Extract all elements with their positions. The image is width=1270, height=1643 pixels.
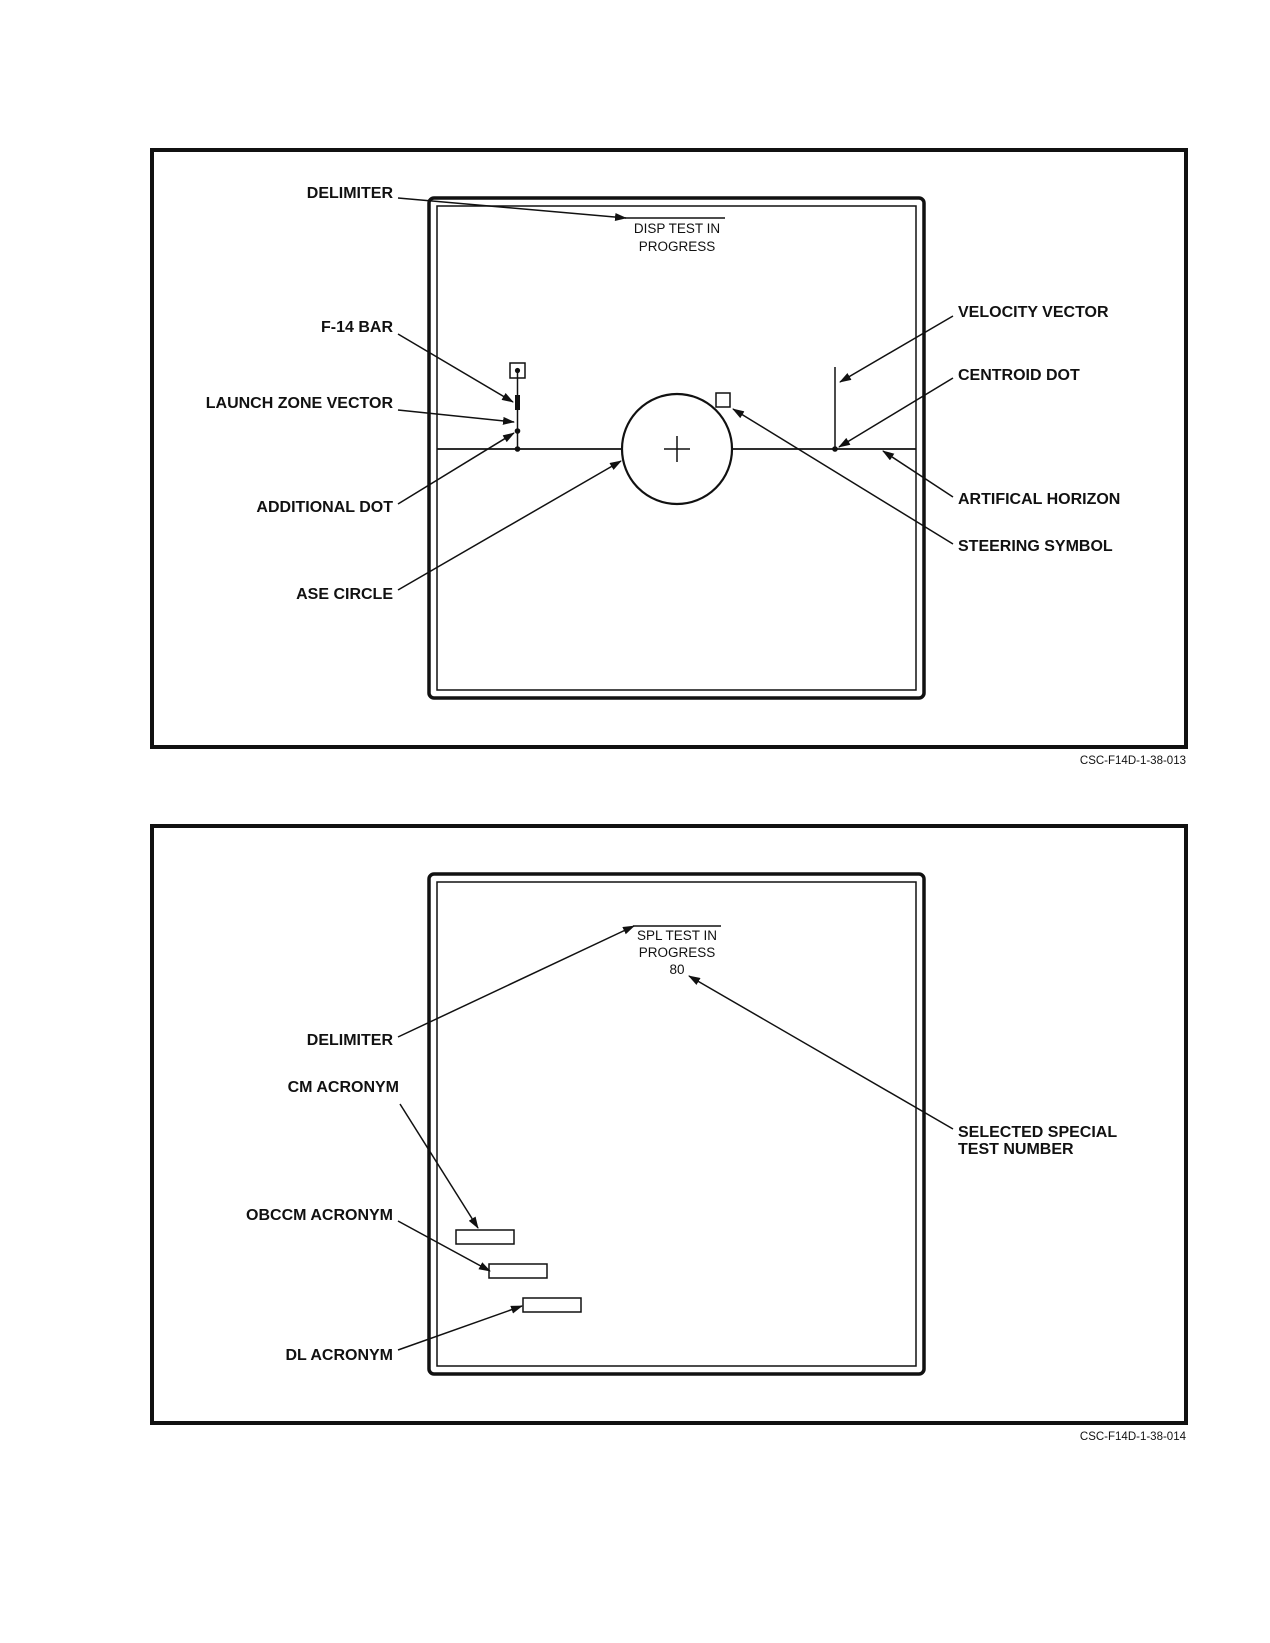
callout-selected-special-line1: SELECTED SPECIAL — [958, 1124, 1117, 1141]
display-bezel-inner — [436, 205, 917, 691]
callout-ase-circle: ASE CIRCLE — [296, 586, 393, 603]
screen-text-line1: DISP TEST IN — [634, 221, 720, 236]
leader-obccm-acronym — [397, 1220, 491, 1272]
figure-2-id: CSC-F14D-1-38-014 — [1080, 1431, 1187, 1443]
screen-text-2-line2: PROGRESS — [639, 945, 716, 960]
callout-cm-acronym: CM ACRONYM — [288, 1079, 399, 1096]
display-bezel-outer-2 — [427, 872, 926, 1376]
screen-text-line2: PROGRESS — [639, 239, 716, 254]
leader-delimiter-2 — [397, 925, 635, 1038]
callout-centroid-dot: CENTROID DOT — [958, 367, 1080, 384]
callout-f14-bar: F-14 BAR — [321, 319, 393, 336]
additional-dot — [514, 428, 521, 434]
display-bezel-outer — [427, 196, 926, 700]
dl-acronym-box — [522, 1297, 582, 1313]
special-test-number: 80 — [669, 962, 684, 977]
leader-artificial-horizon — [882, 450, 954, 498]
steering-symbol — [715, 392, 731, 408]
callout-launch-zone-vector: LAUNCH ZONE VECTOR — [206, 395, 394, 412]
screen-text-2-line1: SPL TEST IN — [637, 928, 717, 943]
leader-additional-dot — [397, 432, 515, 505]
leader-f14-bar — [397, 333, 514, 403]
figure-1-id: CSC-F14D-1-38-013 — [1080, 755, 1186, 767]
callout-steering-symbol: STEERING SYMBOL — [958, 538, 1113, 555]
cm-acronym-box — [455, 1229, 515, 1245]
leader-selected-special — [688, 975, 954, 1130]
leader-velocity-vector — [839, 315, 954, 383]
figure-1: DISP TEST IN PROGRESS DELIMITER F-14 BAR… — [150, 148, 1188, 767]
callout-artificial-horizon: ARTIFICAL HORIZON — [958, 491, 1120, 508]
obccm-acronym-box — [488, 1263, 548, 1279]
figure-2: SPL TEST IN PROGRESS 80 DELIMITER CM ACR… — [150, 824, 1188, 1443]
display-bezel-inner-2 — [436, 881, 917, 1367]
leader-centroid-dot — [838, 377, 954, 448]
leader-launch-zone-vector — [397, 409, 515, 425]
callout-delimiter-2: DELIMITER — [307, 1032, 394, 1049]
callout-velocity-vector: VELOCITY VECTOR — [958, 304, 1109, 321]
callout-delimiter: DELIMITER — [307, 185, 394, 202]
figure-1-frame — [150, 148, 1188, 749]
leader-cm-acronym — [399, 1103, 479, 1229]
callout-selected-special-line2: TEST NUMBER — [958, 1141, 1074, 1158]
callout-obccm-acronym: OBCCM ACRONYM — [246, 1207, 393, 1224]
centroid-dot — [832, 446, 838, 452]
leader-delimiter — [397, 197, 627, 222]
figure-2-frame — [150, 824, 1188, 1425]
ase-circle — [620, 392, 734, 506]
horizon-dot — [514, 446, 521, 452]
leader-ase-circle — [397, 460, 622, 591]
leader-steering-symbol — [732, 408, 954, 545]
callout-dl-acronym: DL ACRONYM — [285, 1347, 393, 1364]
leader-dl-acronym — [397, 1305, 523, 1351]
f14-bar — [515, 395, 520, 410]
callout-additional-dot: ADDITIONAL DOT — [256, 499, 393, 516]
